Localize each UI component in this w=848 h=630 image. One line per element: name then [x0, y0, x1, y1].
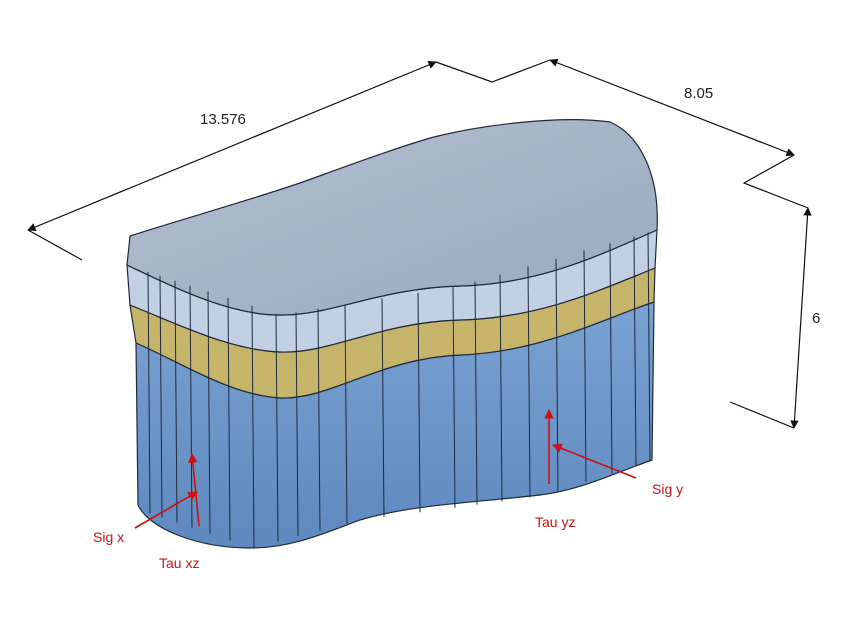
tau-xz-arrow [188, 453, 200, 527]
facet-line [609, 243, 613, 474]
facet-line [647, 232, 651, 462]
dimension-lines [27, 58, 812, 429]
width-dimension-label: 8.05 [684, 85, 713, 102]
facet-line [417, 292, 421, 513]
sig-x-arrow [134, 491, 198, 529]
facet-line [633, 236, 637, 466]
sig-x-label: Sig x [93, 529, 124, 545]
width-dimension-line [549, 58, 795, 157]
facet-line [227, 298, 231, 541]
length-extension-left [27, 229, 83, 261]
facet-line [499, 274, 503, 502]
facet-line [251, 305, 255, 548]
height-dimension-label: 6 [812, 310, 820, 327]
facet-line [189, 285, 193, 528]
facet-line [147, 271, 151, 514]
tau-xz-label: Tau xz [159, 555, 199, 571]
length-dimension-label: 13.576 [200, 111, 246, 128]
width-extension-right [742, 154, 809, 209]
sig-y-label: Sig y [652, 481, 683, 497]
facet-line [583, 250, 587, 482]
facet-line [174, 280, 178, 523]
facet-line [317, 308, 321, 531]
length-dimension-line [27, 60, 437, 232]
facet-line [295, 312, 299, 537]
facet-line [159, 275, 163, 518]
facet-line [207, 291, 211, 534]
facet-line [344, 304, 348, 524]
facet-line [275, 313, 279, 542]
tau-yz-label: Tau yz [535, 514, 575, 530]
facet-lines [147, 232, 651, 548]
stress-arrows [134, 409, 637, 529]
height-dimension-line [790, 207, 812, 429]
sig-y-arrow [552, 443, 637, 479]
height-extension-bottom [729, 401, 795, 429]
facet-line [381, 298, 385, 518]
facet-line [452, 287, 456, 508]
facet-line [527, 266, 531, 498]
length-extension-right [435, 59, 551, 83]
facet-line [474, 281, 478, 505]
